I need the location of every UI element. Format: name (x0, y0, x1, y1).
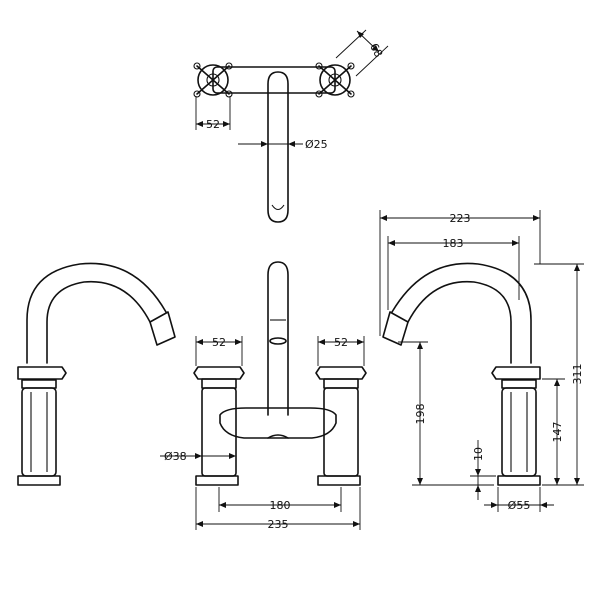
front-right-base (317, 475, 361, 486)
dim-label: 235 (268, 518, 289, 531)
dimension-tap-centres: 180 (218, 487, 342, 512)
left-body (21, 387, 57, 477)
plan-deck-bar (212, 66, 336, 94)
dim-label: 147 (551, 422, 564, 443)
front-view: 52 52 Ø38 180 (160, 261, 367, 531)
dimension-base-thickness: 10 (470, 440, 496, 500)
dimension-spout-outlet-height: 198 (398, 341, 494, 486)
left-side-view (17, 262, 176, 486)
front-bridge (219, 407, 337, 439)
right-body (501, 387, 537, 477)
dim-label: 10 (472, 447, 485, 461)
dimension-body-diameter: Ø38 (160, 450, 236, 463)
left-spout-nozzle (149, 311, 176, 346)
left-spout-outer (26, 262, 167, 364)
plan-spout-outlet (271, 204, 285, 211)
plan-view: 52 68 Ø25 (193, 29, 389, 223)
dim-label: 223 (450, 212, 471, 225)
dimension-spout-inner-reach: 183 (387, 236, 520, 310)
dimension-top-handle-width: 52 (195, 96, 231, 131)
front-right-collar (323, 378, 359, 389)
left-base (17, 475, 61, 486)
dim-label: 183 (443, 237, 464, 250)
dim-label: 311 (571, 364, 584, 385)
dimension-overall-height: 311 (534, 263, 584, 486)
plan-right-handle (315, 62, 355, 98)
dimension-spout-diameter: Ø25 (238, 138, 328, 151)
dim-label: 180 (270, 499, 291, 512)
front-right-handle (315, 366, 367, 380)
dimension-spout-reach: 223 (379, 210, 541, 336)
dimension-right-handle-width: 52 (317, 336, 365, 366)
front-spout (267, 261, 289, 416)
right-spout-nozzle (382, 311, 409, 346)
dim-label: Ø55 (508, 499, 531, 512)
right-handle-hub (491, 366, 541, 380)
left-handle-collar (21, 379, 57, 389)
dimension-top-handle-depth: 68 (335, 29, 389, 77)
front-spout-outlet (269, 337, 287, 345)
front-left-collar (201, 378, 237, 389)
right-spout-outer (391, 262, 532, 364)
right-base (497, 475, 541, 486)
dim-label: 52 (334, 336, 348, 349)
dim-label: 52 (206, 118, 220, 131)
dimension-base-diameter: Ø55 (484, 487, 554, 512)
dim-label: 52 (212, 336, 226, 349)
front-bridge-outlet (267, 434, 289, 439)
right-spout-inner (407, 280, 512, 364)
dim-label: Ø25 (305, 138, 328, 151)
dim-label: 198 (414, 404, 427, 425)
dimension-handle-height: 147 (542, 378, 565, 486)
front-left-body (201, 387, 237, 477)
dimension-left-handle-width: 52 (195, 336, 243, 366)
dim-label: Ø38 (164, 450, 187, 463)
front-left-handle (193, 366, 245, 380)
left-spout-inner (46, 280, 151, 364)
right-side-view: 223 183 198 10 (379, 210, 584, 512)
dim-label: 68 (367, 41, 385, 59)
left-handle-hub (17, 366, 67, 380)
right-handle-collar (501, 379, 537, 389)
front-left-base (195, 475, 239, 486)
plan-left-handle (193, 62, 233, 98)
plan-spout (267, 71, 289, 223)
dimension-overall-width: 235 (195, 487, 361, 531)
